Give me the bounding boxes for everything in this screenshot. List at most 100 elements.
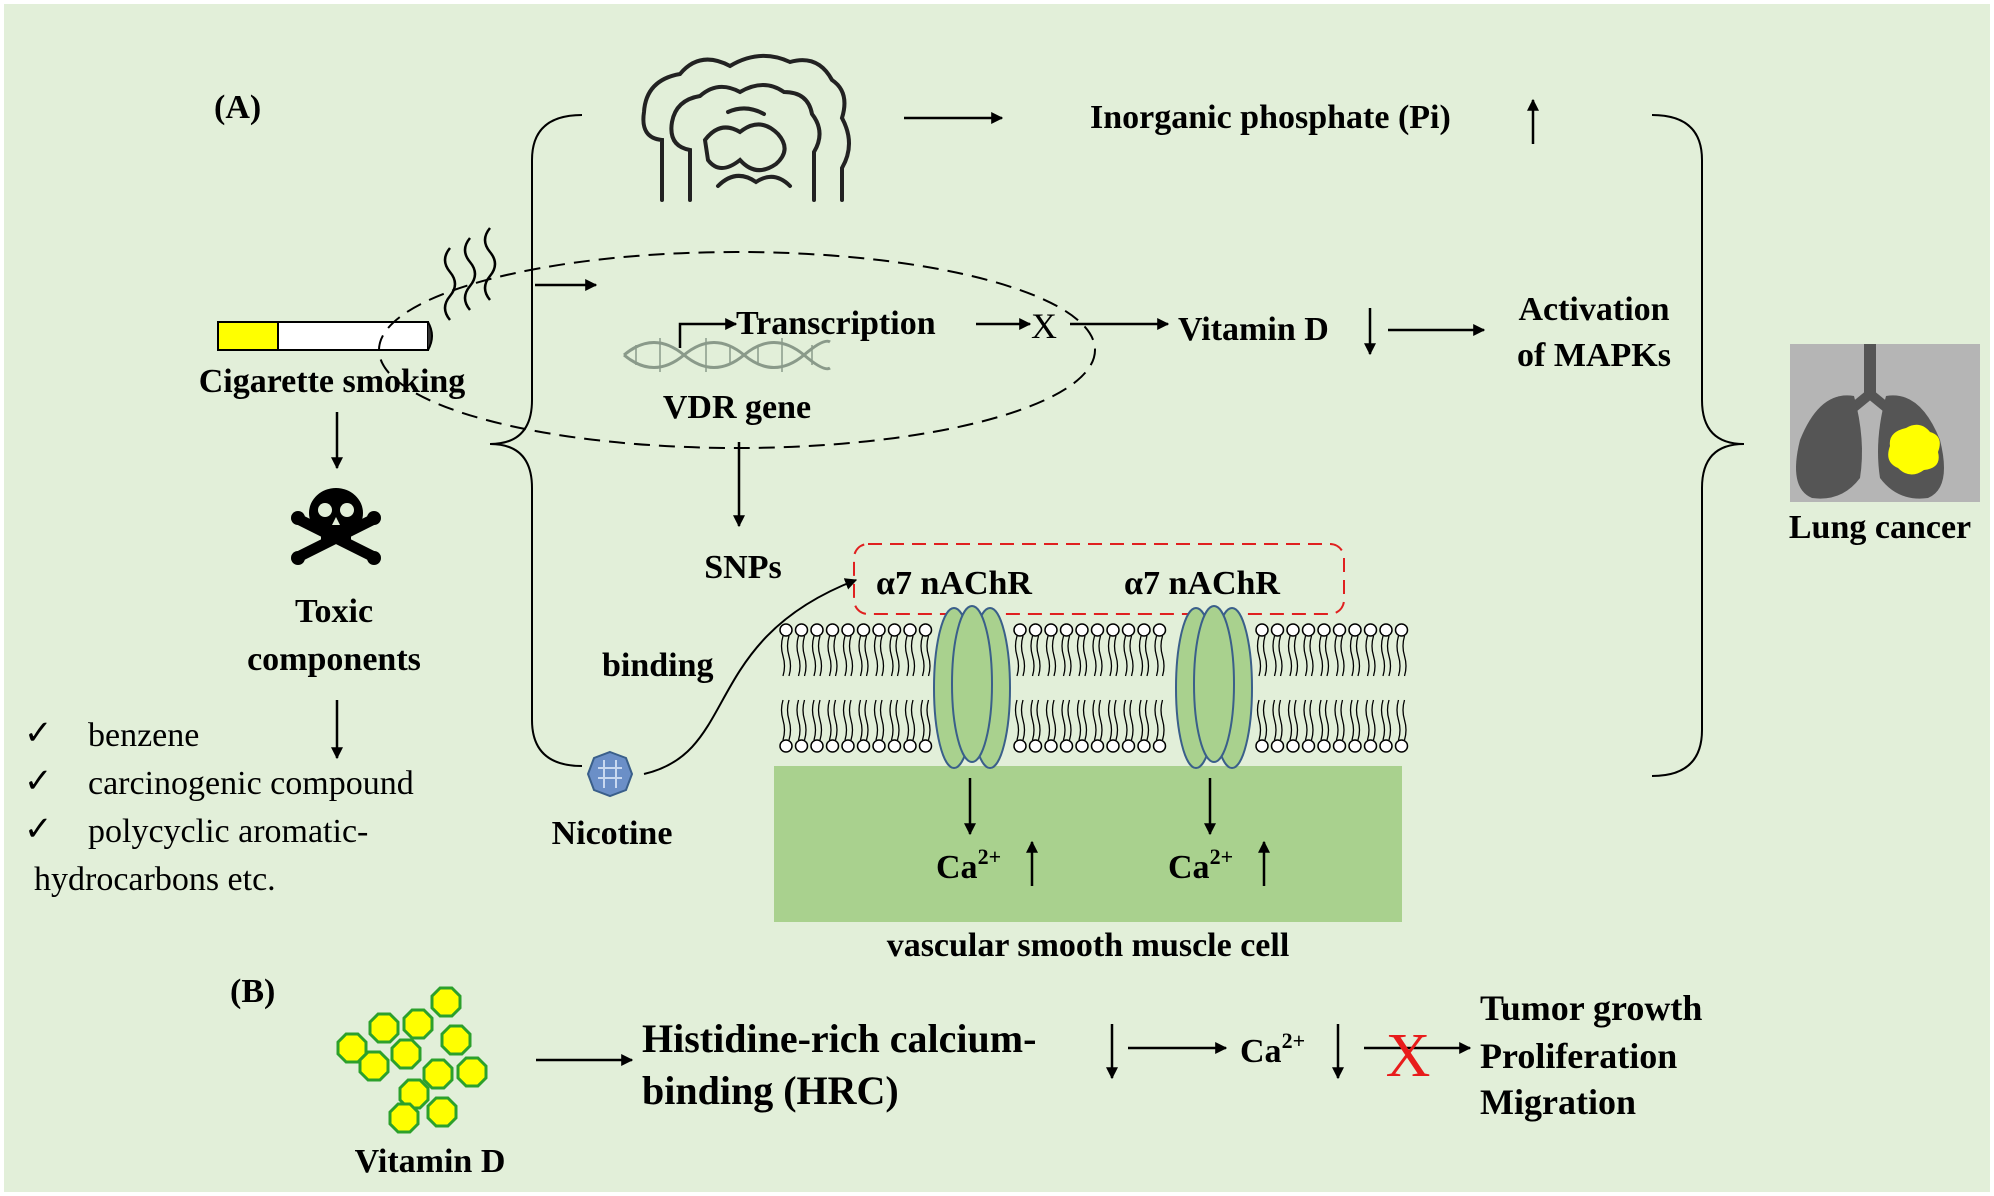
lipid-head	[1394, 739, 1409, 753]
lung-cancer-label: Lung cancer	[1789, 509, 1971, 546]
lipid-tail	[920, 699, 931, 741]
lipid-tail	[1287, 699, 1299, 741]
lung-icon	[1790, 344, 1980, 502]
lipid-tail	[1334, 699, 1345, 741]
lipid-head	[825, 623, 840, 637]
lipid-head	[1286, 739, 1300, 753]
lipid-tail	[1092, 699, 1103, 741]
lipid-head	[1121, 623, 1136, 637]
vitamin-d-particle	[358, 1050, 390, 1082]
vitamin-d-particle	[402, 1008, 434, 1040]
lipid-tail	[1014, 699, 1026, 741]
panel-a-label: (A)	[214, 89, 261, 126]
cigarette-icon	[217, 321, 433, 351]
lipid-tail	[1272, 635, 1283, 677]
calcium-left-label: Ca2+	[936, 844, 1001, 886]
lipid-head	[1044, 623, 1058, 637]
lipid-head	[1363, 739, 1378, 753]
lipid-head	[779, 739, 793, 753]
lipid-head	[1255, 623, 1269, 637]
vitamin-d-particle	[426, 1096, 458, 1128]
list-item: polycyclic aromatic-	[88, 813, 368, 850]
lipid-head	[872, 623, 886, 637]
lipid-tail	[1396, 635, 1407, 677]
lipid-head	[1152, 623, 1167, 637]
lipid-head	[1270, 739, 1285, 753]
lipid-head	[1090, 739, 1105, 753]
hrc-line2: binding (HRC)	[642, 1068, 899, 1113]
right-brace	[1651, 114, 1745, 777]
lipid-head	[794, 739, 809, 753]
lipid-tail	[1014, 635, 1026, 677]
lipid-tail	[1045, 635, 1057, 677]
lipid-head	[1348, 623, 1362, 637]
lipid-head	[1013, 739, 1027, 753]
lipid-head	[1348, 739, 1362, 753]
lipid-tail	[1138, 699, 1150, 741]
lipid-tail	[1365, 635, 1376, 677]
dna-helix-icon	[623, 338, 831, 372]
lipid-tail	[889, 699, 900, 741]
lipid-head	[779, 623, 793, 637]
panel-b-vitamin-d-label: Vitamin D	[355, 1143, 506, 1180]
lipid-head	[1075, 623, 1089, 637]
nicotine-molecule-icon	[586, 750, 634, 798]
lipid-tail	[1380, 699, 1392, 741]
receptor-box	[853, 543, 1345, 615]
lipid-head	[1363, 623, 1378, 637]
receptor-right-label: α7 nAChR	[1124, 565, 1280, 602]
lipid-tail	[1318, 635, 1330, 677]
lipid-head	[872, 739, 886, 753]
mapk-activation-line1: Activation	[1518, 291, 1669, 328]
lipid-tail	[873, 635, 885, 677]
effect-tumor-growth: Tumor growth	[1480, 988, 1702, 1028]
calcium-right-label: Ca2+	[1168, 844, 1233, 886]
lipid-tail	[796, 635, 807, 677]
lipid-head	[1059, 623, 1074, 637]
lipid-head	[1106, 739, 1120, 753]
cell-membrane	[779, 623, 1409, 753]
lipid-tail	[920, 635, 931, 677]
vdr-gene-label: VDR gene	[663, 389, 811, 426]
lipid-tail	[1092, 635, 1103, 677]
vitamin-d-cluster-icon	[336, 986, 488, 1134]
lipid-tail	[1287, 635, 1299, 677]
lipid-head	[1270, 623, 1285, 637]
lipid-tail	[1256, 699, 1268, 741]
smoke-icon	[443, 227, 497, 321]
lipid-head	[1317, 623, 1331, 637]
lipid-tail	[858, 635, 869, 677]
lipid-tail	[1396, 699, 1407, 741]
lipid-tail	[1076, 635, 1088, 677]
lipid-head	[918, 739, 933, 753]
lipid-head	[887, 739, 902, 753]
lipid-tail	[796, 699, 807, 741]
lipid-tail	[1154, 635, 1165, 677]
left-brace	[489, 114, 583, 767]
list-item-continuation: hydrocarbons etc.	[34, 861, 276, 898]
transcription-start-arrow	[678, 318, 738, 348]
effect-migration: Migration	[1480, 1082, 1636, 1122]
inhibition-cross-mark: X	[1386, 1022, 1431, 1090]
lipid-tail	[811, 635, 823, 677]
effect-proliferation: Proliferation	[1480, 1036, 1677, 1076]
lipid-head	[903, 623, 917, 637]
lipid-tail	[1107, 699, 1119, 741]
lipid-head	[1075, 739, 1089, 753]
lipid-head	[1301, 623, 1316, 637]
lipid-tail	[1349, 635, 1361, 677]
lipid-head	[810, 623, 824, 637]
lipid-head	[1106, 623, 1120, 637]
lipid-tail	[1318, 699, 1330, 741]
lipid-tail	[811, 699, 823, 741]
lipid-head	[1059, 739, 1074, 753]
lipid-tail	[1030, 699, 1041, 741]
lipid-tail	[889, 635, 900, 677]
lipid-tail	[1107, 635, 1119, 677]
lipid-head	[903, 739, 917, 753]
nachr-channel-left	[933, 605, 1011, 769]
lipid-tail	[1123, 699, 1134, 741]
lipid-head	[1090, 623, 1105, 637]
lipid-head	[810, 739, 824, 753]
skull-crossbones-icon	[291, 488, 381, 565]
